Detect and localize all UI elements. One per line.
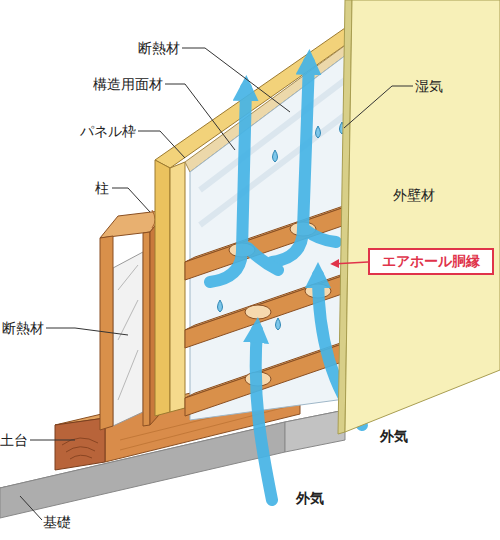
part-label: 土台 (0, 432, 28, 448)
part-label: 断熱材 (2, 320, 44, 336)
part-label: 外気 (380, 428, 408, 444)
part-label: 構造用面材 (93, 76, 163, 92)
part-label: 断熱材 (138, 40, 180, 56)
callout-box: エアホール胴縁 (368, 248, 494, 275)
callout-text: エアホール胴縁 (374, 253, 488, 270)
part-label: 外壁材 (393, 187, 435, 203)
part-label: 基礎 (43, 514, 71, 530)
part-label: パネル枠 (80, 123, 136, 139)
part-label: 外気 (296, 490, 324, 506)
exterior-wall (338, 0, 500, 434)
airflow-arrows (210, 62, 362, 500)
part-label: 柱 (95, 180, 109, 196)
furring-strips (185, 202, 355, 416)
part-label: 湿気 (415, 78, 443, 94)
callout-arrow (332, 262, 368, 264)
leader-lines (20, 48, 413, 520)
moisture-drops (218, 122, 345, 330)
